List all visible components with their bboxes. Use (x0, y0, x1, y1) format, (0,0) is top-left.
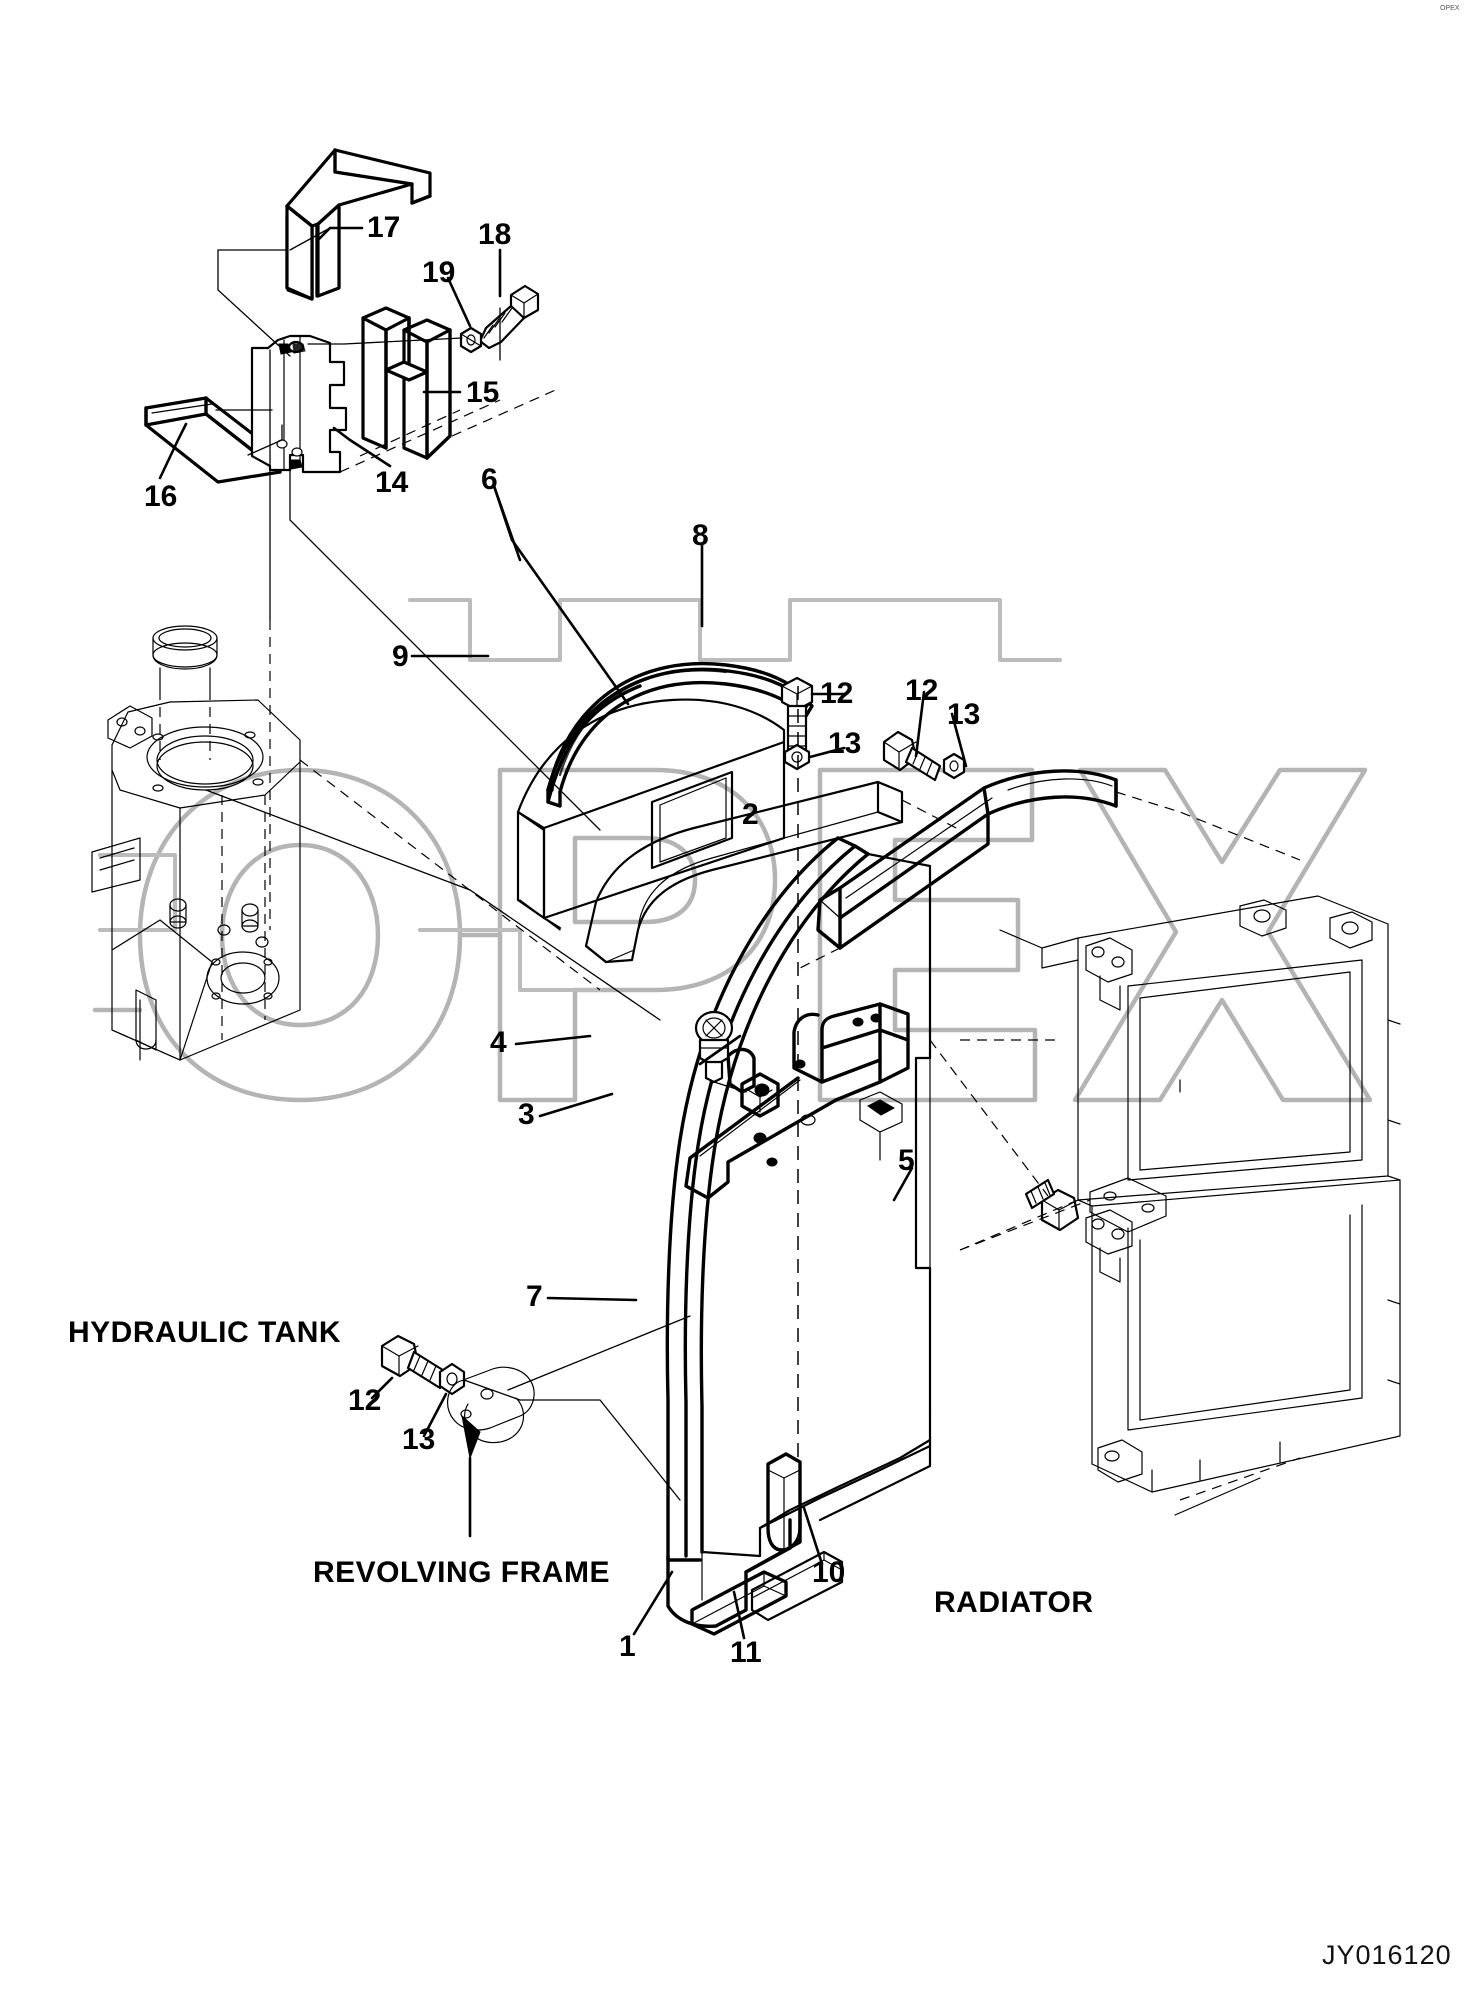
callout-16: 16 (144, 480, 178, 513)
callout-6: 6 (481, 463, 498, 496)
callout-15: 15 (466, 376, 500, 409)
callout-leader-lines (158, 226, 968, 768)
callout-13-center: 13 (828, 727, 862, 760)
callout-12-right: 12 (905, 674, 939, 707)
drawing-number: JY016120 (1322, 1940, 1452, 1970)
callout-17: 17 (367, 211, 401, 244)
part-18-bolt (478, 284, 540, 350)
group-label-radiator: RADIATOR (934, 1586, 1094, 1619)
callout-18: 18 (478, 218, 512, 251)
callout-19: 19 (422, 256, 456, 289)
callout-4: 4 (490, 1026, 507, 1059)
callout-13-right: 13 (947, 698, 981, 731)
callout-8: 8 (692, 519, 709, 552)
callout-5: 5 (898, 1144, 915, 1177)
corner-watermark-mark: OPEX (1440, 5, 1460, 12)
part-15-h-seal (361, 306, 452, 460)
part-11-bottom-strip (690, 1570, 788, 1636)
group-label-revolving-frame: REVOLVING FRAME (313, 1556, 610, 1589)
callout-7: 7 (526, 1280, 543, 1313)
group-label-hydraulic-tank: HYDRAULIC TANK (68, 1316, 342, 1349)
callout-14: 14 (375, 466, 409, 499)
part-5-upper-rail (816, 769, 1118, 950)
callout-11: 11 (730, 1636, 762, 1669)
part-19-washer (459, 326, 483, 354)
assembly-guide-lines (205, 249, 1301, 1516)
callout-9: 9 (392, 640, 409, 673)
callout-2: 2 (742, 798, 759, 831)
fastener-group-bottom-left (380, 1334, 466, 1396)
part-8-duct-cover (584, 780, 904, 964)
hydraulic-tank-assembly (91, 625, 301, 1061)
part-6-curved-seal (546, 662, 814, 808)
callout-1: 1 (619, 1630, 636, 1663)
part-14-side-plate (250, 334, 348, 474)
radiator-assembly (999, 895, 1401, 1493)
part-2-support-bracket (684, 1002, 910, 1200)
fastener-group-top-center (780, 676, 814, 771)
part-7-curved-shroud (665, 836, 1080, 1562)
callout-12-center: 12 (820, 677, 854, 710)
callout-10: 10 (812, 1556, 846, 1589)
callout-3: 3 (518, 1098, 535, 1131)
fastener-group-right (882, 730, 966, 782)
part-3-clamp (726, 1047, 780, 1118)
callout-13-bottom-left: 13 (402, 1423, 436, 1456)
revolving-frame-pad (447, 1366, 535, 1538)
part-10-side-strip (766, 1452, 802, 1552)
callout-12-bottom-left: 12 (348, 1384, 382, 1417)
callout-leaders-final (370, 1034, 914, 1640)
